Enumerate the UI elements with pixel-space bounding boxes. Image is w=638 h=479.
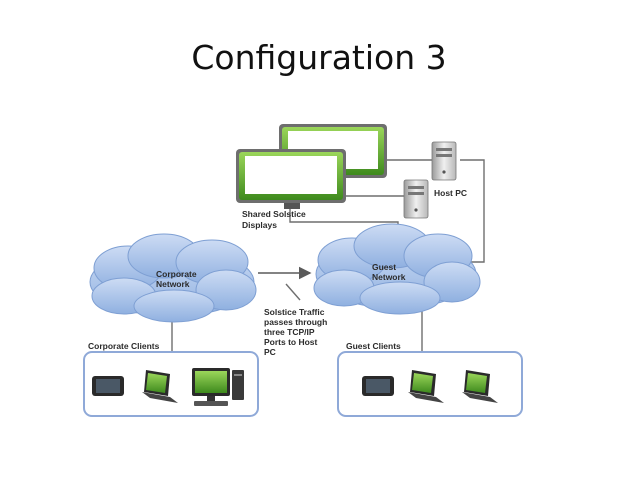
shared-display-front <box>236 149 346 209</box>
solstice-traffic-note: Solstice Traffic passes through three TC… <box>264 307 330 357</box>
guest-network-label: Guest Network <box>372 262 406 282</box>
host-pc-label: Host PC <box>434 188 467 198</box>
corporate-tablet-icon <box>92 376 124 396</box>
guest-laptop-icon-1 <box>408 370 444 403</box>
corporate-desktop-computer-icon <box>192 368 244 406</box>
guest-laptop-icon-2 <box>462 370 498 403</box>
slide-title: Configuration 3 <box>191 38 447 77</box>
corporate-laptop-icon <box>142 370 178 403</box>
connection-lines <box>171 159 485 352</box>
guest-network-cloud <box>313 223 481 315</box>
corporate-network-cloud <box>89 233 257 323</box>
corporate-network-label: Corporate Network <box>156 269 199 289</box>
guest-clients-label: Guest Clients <box>346 341 401 351</box>
corporate-clients-label: Corporate Clients <box>88 341 160 351</box>
guest-tablet-icon <box>362 376 394 396</box>
host-pc-tower-1 <box>431 141 457 181</box>
host-pc-tower-2 <box>403 179 429 219</box>
shared-displays-label: Shared Solstice Displays <box>242 209 308 230</box>
traffic-pointer-line <box>285 283 301 301</box>
host-to-guest-network-line <box>460 159 485 263</box>
